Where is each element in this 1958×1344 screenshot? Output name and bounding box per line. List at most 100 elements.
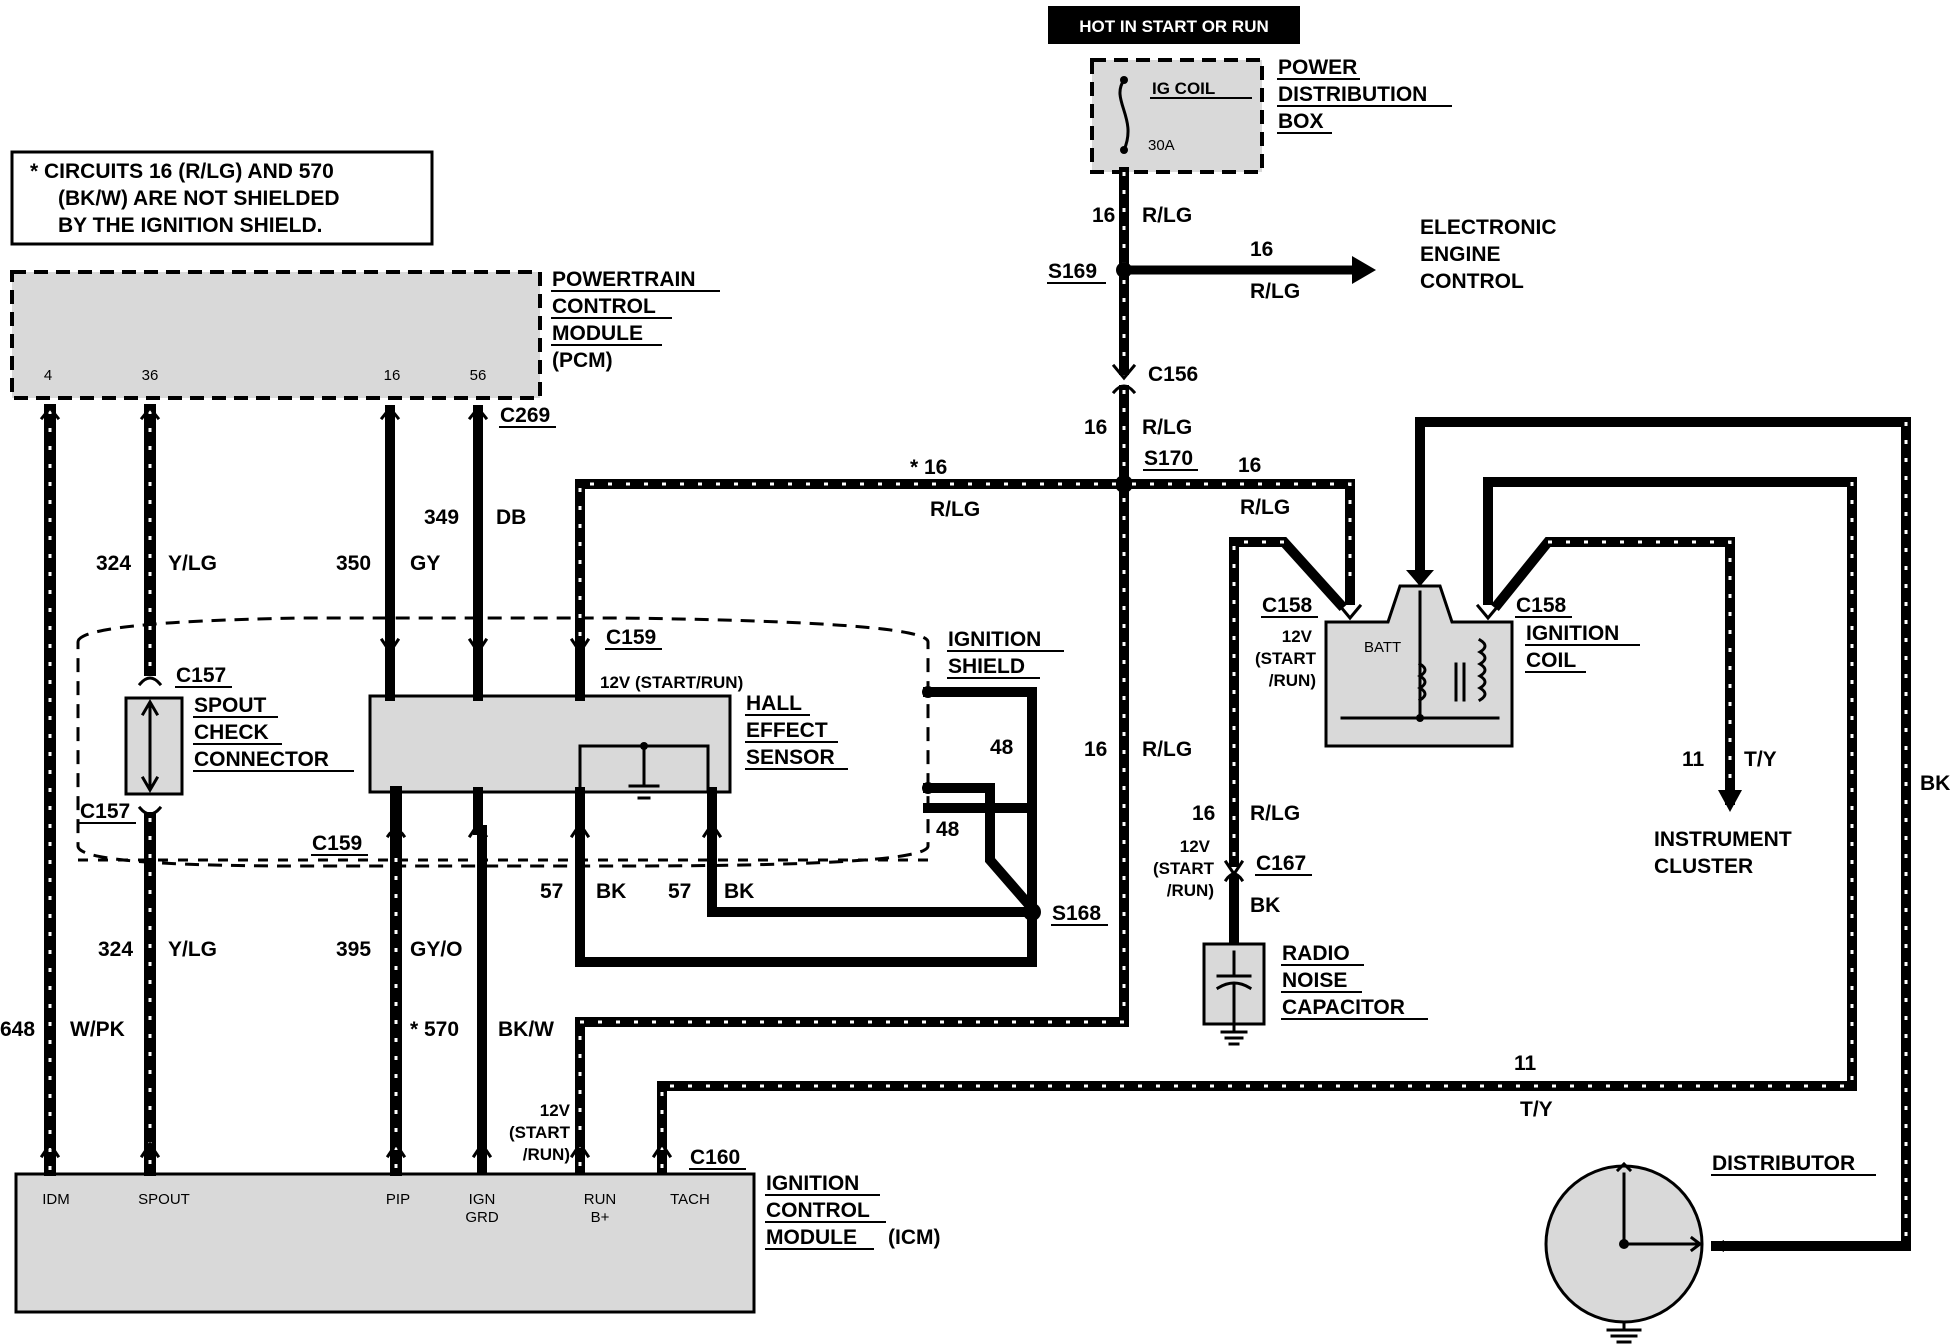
connector-c159-top: C159 <box>606 626 656 649</box>
svg-text:R/LG: R/LG <box>1142 416 1192 439</box>
svg-text:BY THE IGNITION SHIELD.: BY THE IGNITION SHIELD. <box>58 214 322 237</box>
svg-text:(START: (START <box>1153 859 1215 878</box>
label-349: 349 <box>424 506 459 529</box>
pcm-title: POWERTRAIN <box>552 268 696 291</box>
voltage-note-capacitor: 12V (START /RUN) <box>1153 837 1215 900</box>
power-distribution-box: IG COIL 30A POWER DISTRIBUTION BOX <box>1090 56 1452 174</box>
svg-text:R/LG: R/LG <box>1250 802 1300 825</box>
svg-text:S169: S169 <box>1048 260 1097 283</box>
electronic-engine-control: ELECTRONIC ENGINE CONTROL <box>1420 216 1557 293</box>
svg-text:SENSOR: SENSOR <box>746 746 835 769</box>
radio-noise-capacitor-label: RADIO <box>1282 942 1350 965</box>
svg-text:C156: C156 <box>1148 363 1198 386</box>
hot-in-start-or-run-banner: HOT IN START OR RUN <box>1048 6 1300 44</box>
ground-icon <box>628 784 660 800</box>
ignition-coil-label: IGNITION <box>1526 622 1619 645</box>
voltage-note-coil: 12V (START /RUN) <box>1255 627 1317 690</box>
svg-text:INSTRUMENT: INSTRUMENT <box>1654 828 1792 851</box>
label-16-hall: * 16 <box>910 456 947 479</box>
power-box-title: POWER <box>1278 56 1357 79</box>
svg-text:CAPACITOR: CAPACITOR <box>1282 996 1405 1019</box>
svg-text:BK: BK <box>596 880 626 903</box>
svg-text:BK: BK <box>724 880 754 903</box>
label-16-s170: 16 <box>1084 416 1107 439</box>
label-648: 648 <box>0 1018 35 1041</box>
pcm-pin-36: 36 <box>142 367 159 384</box>
connector-c160: C160 <box>39 1141 746 1170</box>
svg-text:CHECK: CHECK <box>194 721 269 744</box>
label-48-a: 48 <box>990 736 1014 759</box>
svg-text:(START: (START <box>509 1123 571 1142</box>
svg-text:B+: B+ <box>591 1209 610 1226</box>
svg-text:(START: (START <box>1255 649 1317 668</box>
svg-text:DB: DB <box>496 506 526 529</box>
spout-check-label: SPOUT <box>194 694 267 717</box>
label-16-down: 16 <box>1084 738 1107 761</box>
instrument-cluster: INSTRUMENT CLUSTER <box>1654 828 1792 878</box>
svg-text:C269: C269 <box>500 404 550 427</box>
connector-c157-bottom: C157 <box>80 800 130 823</box>
svg-text:MODULE: MODULE <box>552 322 643 345</box>
arrow-engine-control-icon <box>1352 256 1376 284</box>
pcm-module: 4 36 16 56 POWERTRAIN CONTROL MODULE (PC… <box>10 268 720 400</box>
icm-pin-tach: TACH <box>670 1191 710 1208</box>
svg-text:BOX: BOX <box>1278 110 1324 133</box>
label-57-a: 57 <box>540 880 563 903</box>
svg-text:S168: S168 <box>1052 902 1101 925</box>
connector-c157-top: C157 <box>176 664 226 687</box>
svg-text:W/PK: W/PK <box>70 1018 125 1041</box>
wire-48-shield-b <box>923 783 1038 914</box>
svg-text:DISTRIBUTION: DISTRIBUTION <box>1278 83 1427 106</box>
voltage-note-icm: 12V (START /RUN) <box>509 1101 571 1164</box>
icm-module: IDM SPOUT PIP IGN GRD RUN B+ TACH IGNITI… <box>14 1172 940 1314</box>
radio-noise-capacitor: C167 RADIO NOISE CAPACITOR <box>1202 852 1428 1046</box>
label-16-feed: 16 <box>1092 204 1115 227</box>
icm-pin-idm: IDM <box>42 1191 70 1208</box>
svg-text:(PCM): (PCM) <box>552 349 613 372</box>
ignition-coil: BATT IGNITION COIL <box>1324 584 1640 748</box>
svg-text:12V: 12V <box>1282 627 1313 646</box>
svg-text:T/Y: T/Y <box>1744 748 1777 771</box>
svg-text:Y/LG: Y/LG <box>168 552 217 575</box>
label-11-tach: 11 <box>1514 1052 1537 1075</box>
svg-text:/RUN): /RUN) <box>1269 671 1316 690</box>
spout-check-connector: C157 SPOUT CHECK CONNECTOR C157 <box>79 664 354 824</box>
splice-s169: S169 <box>1047 256 1376 284</box>
label-324-bottom: 324 <box>98 938 133 961</box>
svg-text:CONTROL: CONTROL <box>1420 270 1524 293</box>
svg-text:CONTROL: CONTROL <box>766 1199 870 1222</box>
svg-text:Y/LG: Y/LG <box>168 938 217 961</box>
svg-text:R/LG: R/LG <box>1240 496 1290 519</box>
svg-text:CLUSTER: CLUSTER <box>1654 855 1753 878</box>
svg-text:MODULE: MODULE <box>766 1226 857 1249</box>
distributor: DISTRIBUTOR <box>1544 1152 1876 1344</box>
hall-sensor-label: HALL <box>746 692 802 715</box>
label-16-coil: 16 <box>1238 454 1261 477</box>
arrow-distributor-icon <box>1712 1240 1724 1252</box>
label-570: * 570 <box>410 1018 459 1041</box>
wire-16-rlg-capacitor <box>1229 537 1348 867</box>
svg-text:R/LG: R/LG <box>930 498 980 521</box>
svg-text:R/LG: R/LG <box>1250 280 1300 303</box>
connector-c158-right: C158 <box>1516 594 1567 617</box>
svg-text:* CIRCUITS 16 (R/LG) AND 570: * CIRCUITS 16 (R/LG) AND 570 <box>30 160 334 183</box>
svg-text:T/Y: T/Y <box>1520 1098 1553 1121</box>
svg-text:R/LG: R/LG <box>1142 738 1192 761</box>
shield-note: * CIRCUITS 16 (R/LG) AND 570 (BK/W) ARE … <box>10 150 434 246</box>
label-16-cap: 16 <box>1192 802 1215 825</box>
ground-icon <box>1220 1030 1248 1046</box>
svg-text:C160: C160 <box>690 1146 740 1169</box>
svg-text:12V (START/RUN): 12V (START/RUN) <box>600 673 743 692</box>
arrow-cluster-icon <box>1718 790 1742 812</box>
splice-s168: S168 <box>1023 902 1108 926</box>
label-395: 395 <box>336 938 371 961</box>
fuse-name: IG COIL <box>1152 79 1215 98</box>
connector-c167: C167 <box>1256 852 1306 875</box>
label-48-b: 48 <box>936 818 960 841</box>
pcm-pin-56: 56 <box>470 367 487 384</box>
connector-c156: C156 <box>1111 363 1198 395</box>
svg-text:(BK/W) ARE NOT SHIELDED: (BK/W) ARE NOT SHIELDED <box>58 187 340 210</box>
svg-text:(ICM): (ICM) <box>888 1226 940 1249</box>
svg-text:12V: 12V <box>540 1101 571 1120</box>
svg-text:/RUN): /RUN) <box>1167 881 1214 900</box>
